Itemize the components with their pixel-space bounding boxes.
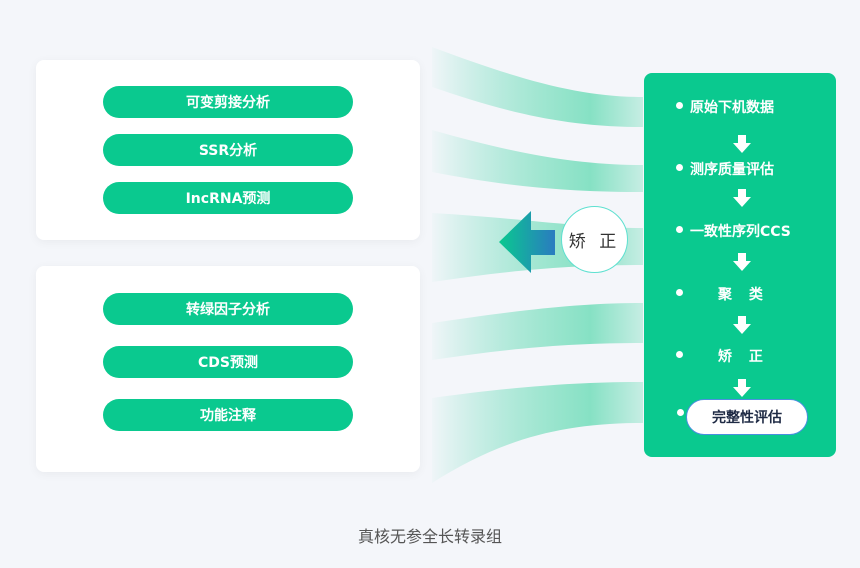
bullet-icon	[676, 102, 683, 109]
correction-arrow-icon	[499, 211, 555, 273]
pipeline-step: 聚 类	[644, 281, 836, 305]
pipeline-step: 矫 正	[644, 343, 836, 367]
lncrna-button[interactable]: IncRNA预测	[103, 182, 353, 214]
analysis-card-bottom: 转绿因子分析 CDS预测 功能注释	[36, 266, 420, 472]
correction-badge: 矫 正	[561, 206, 628, 273]
arrow-down-icon	[733, 316, 751, 334]
arrow-down-icon	[733, 253, 751, 271]
arrow-down-icon	[733, 135, 751, 153]
diagram-caption: 真核无参全长转录组	[357, 527, 502, 546]
ssr-button[interactable]: SSR分析	[103, 134, 353, 166]
flow-band	[432, 382, 643, 483]
bullet-icon	[676, 289, 683, 296]
flow-band	[432, 303, 643, 360]
pipeline-panel: 原始下机数据 测序质量评估 一致性序列CCS 聚 类 矫 正 完整性评估	[644, 73, 836, 457]
bullet-icon	[676, 164, 683, 171]
arrow-down-icon	[733, 379, 751, 397]
pipeline-step: 一致性序列CCS	[644, 218, 836, 242]
integrity-assessment-button[interactable]: 完整性评估	[686, 399, 808, 435]
tf-analysis-button[interactable]: 转绿因子分析	[103, 293, 353, 325]
bullet-icon	[676, 226, 683, 233]
analysis-card-top: 可变剪接分析 SSR分析 IncRNA预测	[36, 60, 420, 240]
arrow-down-icon	[733, 189, 751, 207]
alt-splicing-button[interactable]: 可变剪接分析	[103, 86, 353, 118]
bullet-icon	[677, 409, 684, 416]
pipeline-step: 原始下机数据	[644, 94, 836, 118]
flow-band	[432, 130, 643, 192]
annotation-button[interactable]: 功能注释	[103, 399, 353, 431]
cds-button[interactable]: CDS预测	[103, 346, 353, 378]
pipeline-step: 测序质量评估	[644, 156, 836, 180]
flow-band	[432, 47, 643, 127]
bullet-icon	[676, 351, 683, 358]
